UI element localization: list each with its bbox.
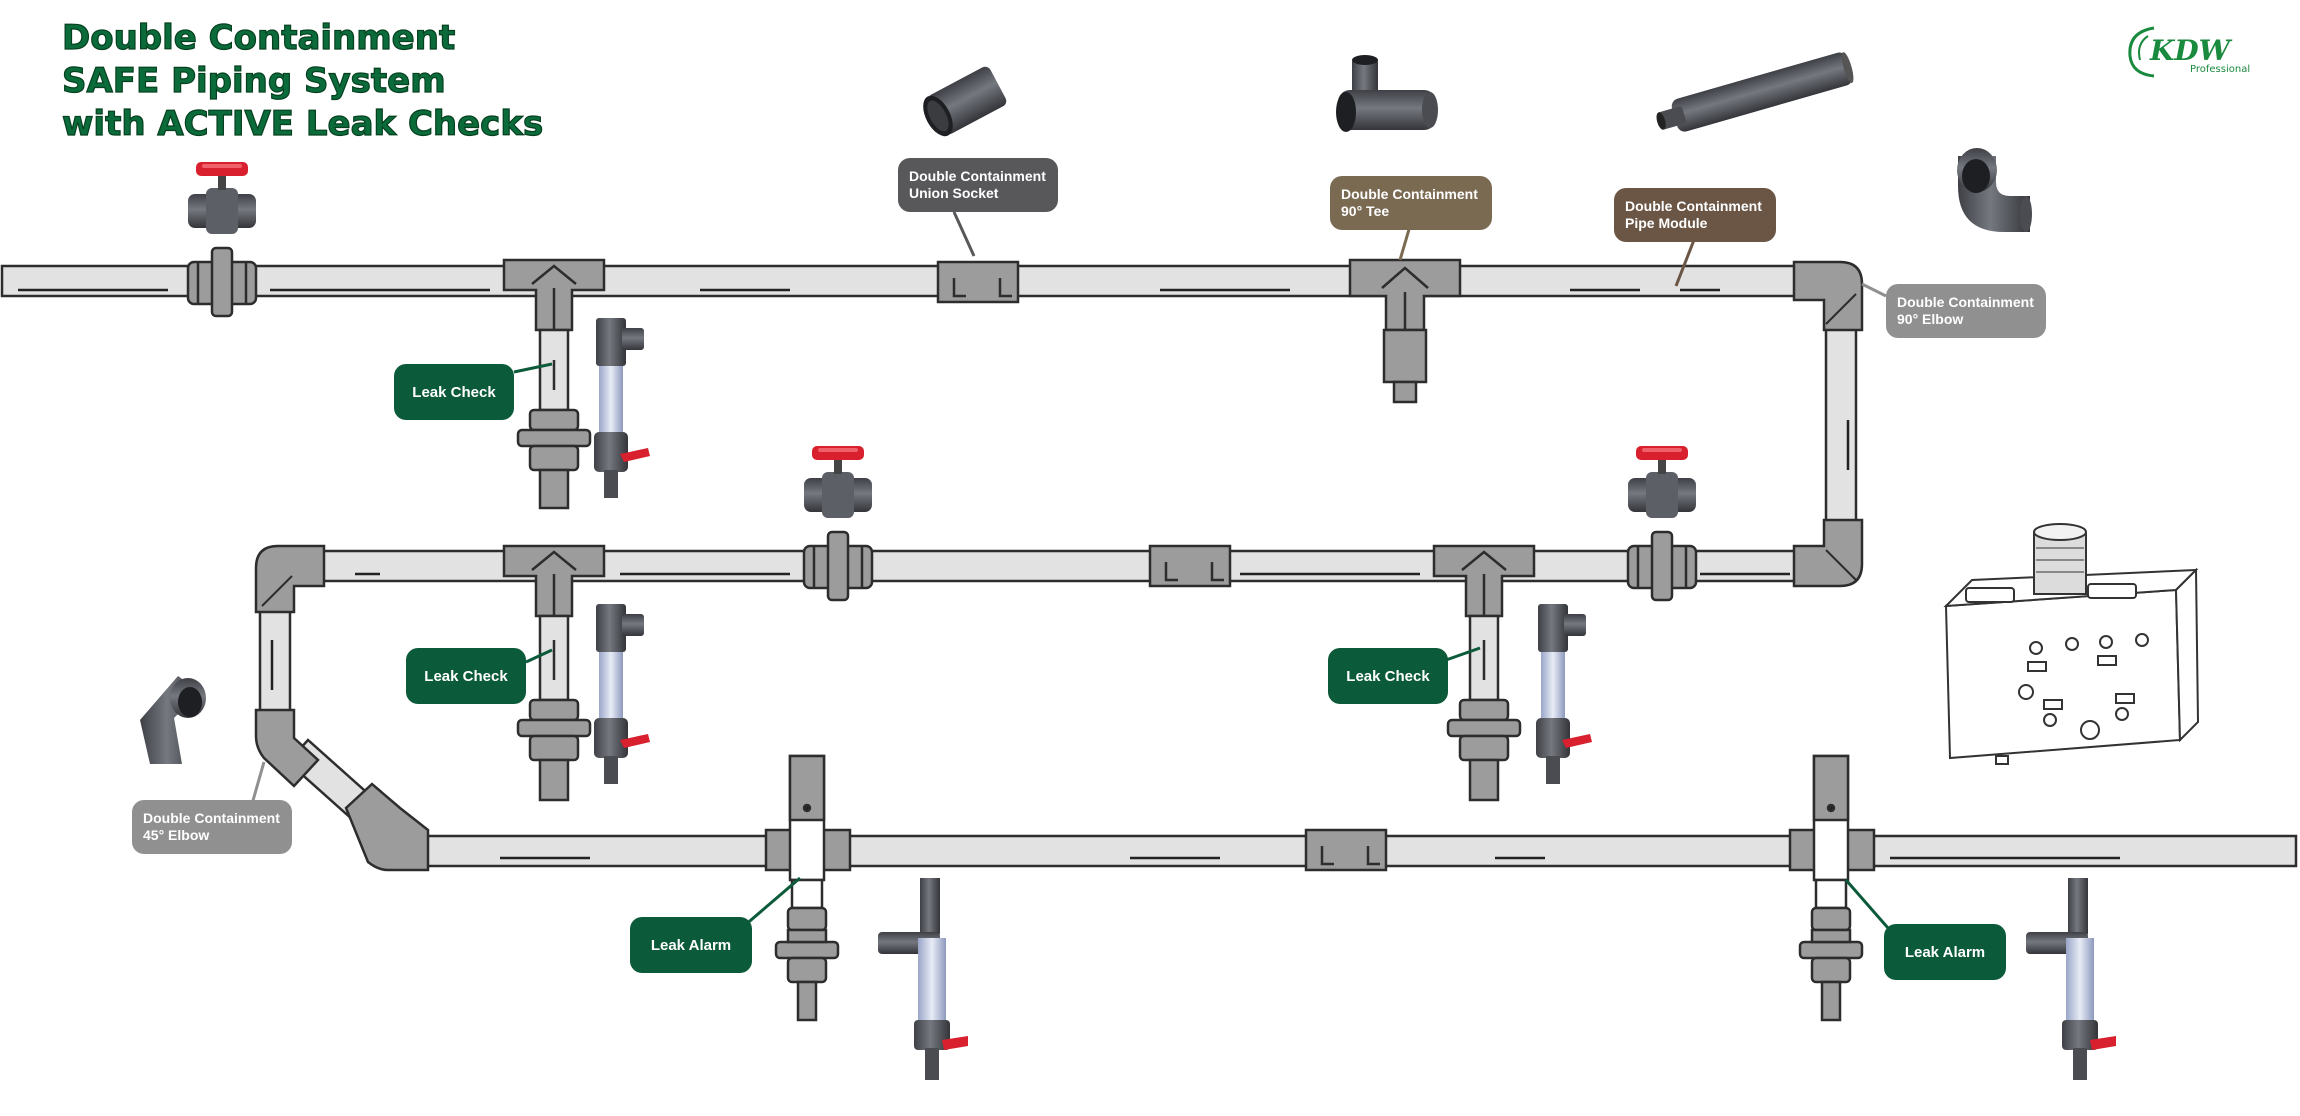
logo-brand-text: KDW <box>2150 34 2231 67</box>
callout-tee-line1: Double Containment <box>1341 186 1478 202</box>
logo-sub-text: Professional <box>2190 64 2251 75</box>
ball-valve-icon <box>188 162 256 234</box>
leak-check-drop-2 <box>516 614 592 802</box>
main-pipe-upper <box>0 264 1828 298</box>
leak-check-drop-3 <box>1446 614 1522 802</box>
callout-leak-alarm-1: Leak Alarm <box>630 917 752 973</box>
diagram-title-line-3: with ACTIVE Leak Checks <box>61 103 544 144</box>
elbow-90-upper-right <box>1792 260 1864 332</box>
tee-middle-right <box>1432 544 1536 618</box>
callout-elbow-45: Double Containment 45° Elbow <box>132 800 292 854</box>
callout-elbow-90-line1: Double Containment <box>1897 294 2034 310</box>
callout-leak-alarm-2: Leak Alarm <box>1884 924 2006 980</box>
elbow-45-left-upper <box>254 708 320 788</box>
sight-glass-drain-icon <box>594 318 650 498</box>
sight-glass-drain-icon <box>1536 604 1592 784</box>
kdw-logo <box>2128 26 2155 78</box>
elbow-90-middle-left <box>254 544 326 614</box>
callout-pipe-module: Double Containment Pipe Module <box>1614 188 1776 242</box>
pipe-module-product-icon <box>1656 52 1854 132</box>
inline-valve-middle-2 <box>1626 530 1698 602</box>
tee-upper-middle <box>1348 258 1462 404</box>
leak-alarm-station-1 <box>764 754 852 1022</box>
union-socket-upper <box>936 260 1020 304</box>
elbow-45-left-lower <box>344 782 430 872</box>
diagram-title-line-1: Double Containment <box>61 17 456 58</box>
callout-leak-check-2: Leak Check <box>406 648 526 704</box>
diagram-title-line-2: SAFE Piping System <box>61 60 446 101</box>
inner-pipe-lines <box>18 288 2120 860</box>
elbow-90-product-icon <box>1957 148 2032 232</box>
union-socket-lower <box>1304 828 1388 872</box>
inline-valve-middle-1 <box>802 530 874 602</box>
callout-elbow-45-line2: 45° Elbow <box>143 827 210 843</box>
callout-union-socket: Double Containment Union Socket <box>898 158 1058 212</box>
tee-middle-left <box>502 544 606 618</box>
callout-tee: Double Containment 90° Tee <box>1330 176 1492 230</box>
union-socket-product-icon <box>923 66 1007 137</box>
leak-alarm-station-2 <box>1788 754 1876 1022</box>
elbow-90-lower-right <box>1792 518 1864 588</box>
leak-alarm-control-box-icon <box>1943 523 2200 765</box>
callout-union-socket-line1: Double Containment <box>909 168 1046 184</box>
callout-elbow-90-line2: 90° Elbow <box>1897 311 1964 327</box>
alarm-sensor-icon <box>878 878 968 1080</box>
callout-leak-check-1: Leak Check <box>394 364 514 420</box>
callout-pipe-module-line2: Pipe Module <box>1625 215 1708 231</box>
callout-union-socket-line2: Union Socket <box>909 185 999 201</box>
callout-elbow-90: Double Containment 90° Elbow <box>1886 284 2046 338</box>
callout-elbow-45-line1: Double Containment <box>143 810 280 826</box>
ball-valve-icon <box>1628 446 1696 518</box>
union-socket-middle <box>1148 544 1232 588</box>
riser-right <box>1824 318 1858 542</box>
callout-pipe-module-line1: Double Containment <box>1625 198 1762 214</box>
leak-check-drop-1 <box>516 328 592 510</box>
alarm-sensor-icon <box>2026 878 2116 1080</box>
elbow-45-product-icon <box>140 676 206 764</box>
tee-upper-left <box>502 258 606 332</box>
callout-tee-line2: 90° Tee <box>1341 203 1390 219</box>
callout-leaders <box>250 211 1890 929</box>
callout-leak-check-3: Leak Check <box>1328 648 1448 704</box>
tee-product-icon <box>1336 55 1438 132</box>
riser-left <box>258 598 292 720</box>
sight-glass-drain-icon <box>594 604 650 784</box>
ball-valve-icon <box>804 446 872 518</box>
inline-valve-upper <box>186 246 258 318</box>
